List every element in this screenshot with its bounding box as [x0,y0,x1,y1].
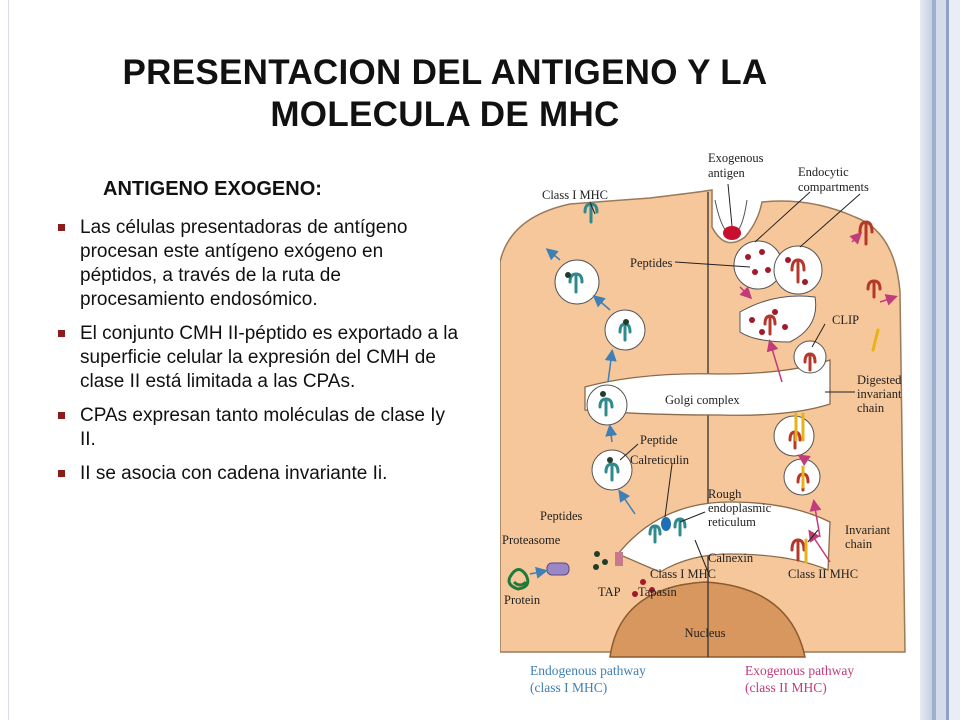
antigen-presentation-diagram: Nucleus Golgi complex [500,151,906,695]
label-digested-invariant-chain: invariant [857,387,902,401]
bullet-item: Las células presentadoras de antígeno pr… [55,216,465,312]
bullet-text: Las células presentadoras de antígeno pr… [80,217,408,310]
right-border-stripe [949,0,960,720]
label-digested-invariant-chain: Digested [857,373,902,387]
bullet-list: Las células presentadoras de antígeno pr… [55,216,465,496]
label-digested-invariant-chain: chain [857,401,885,415]
bullet-square-icon [58,224,65,231]
label-class1-mhc-er: Class I MHC [650,567,716,581]
label-endocytic-compartments: Endocytic [798,165,849,179]
bullet-text: El conjunto CMH II-péptido es exportado … [80,323,459,392]
label-invariant-chain: Invariant [845,523,891,537]
exogenous-antigen-icon [723,226,741,240]
label-protein: Protein [504,593,541,607]
label-exogenous-antigen: antigen [708,166,746,180]
proteasome-icon [546,562,570,576]
right-border-stripe [946,0,949,720]
label-leader-lines [589,183,861,573]
peptide-dots [632,249,808,597]
label-rough-er: endoplasmic [708,501,772,515]
legend-endogenous: Endogenous pathway [530,663,646,678]
exogenous-arrows [739,231,898,563]
bullet-text: CPAs expresan tanto moléculas de clase I… [80,405,446,450]
label-calnexin: Calnexin [708,551,754,565]
label-rough-er: reticulum [708,515,756,529]
label-class2-mhc: Class II MHC [788,567,858,581]
right-border-stripe [920,0,932,720]
label-tapasin: Tapasin [638,585,677,599]
bullet-text: II se asocia con cadena invariante Ii. [80,463,388,484]
slide-subtitle: ANTIGENO EXOGENO: [103,178,322,200]
label-tap: TAP [598,585,621,599]
bullet-item: El conjunto CMH II-péptido es exportado … [55,322,465,394]
label-peptides: Peptides [630,256,672,270]
golgi-label: Golgi complex [665,393,740,407]
label-clip: CLIP [832,313,859,327]
label-class1-mhc: Class I MHC [542,188,608,202]
calreticulin-icon [661,517,671,531]
class1-peptide-dots [565,272,629,570]
protein-icon [507,568,530,591]
bullet-item: II se asocia con cadena invariante Ii. [55,462,465,486]
label-exogenous-antigen: Exogenous [708,151,764,165]
label-proteasome: Proteasome [502,533,561,547]
rough-er [616,501,831,573]
right-border-stripe [932,0,936,720]
legend-exogenous: Exogenous pathway [745,663,854,678]
tap-icon [615,552,623,566]
legend-exogenous: (class II MHC) [745,680,827,695]
golgi-complex [584,359,831,416]
label-rough-er: Rough [708,487,742,501]
label-endocytic-compartments: compartments [798,180,869,194]
label-calreticulin: Calreticulin [630,453,690,467]
nucleus-label: Nucleus [685,626,726,640]
bullet-item: CPAs expresan tanto moléculas de clase I… [55,404,465,452]
legend-endogenous: (class I MHC) [530,680,607,695]
bullet-square-icon [58,330,65,337]
bullet-square-icon [58,470,65,477]
endogenous-arrows [529,248,636,579]
right-border-stripe [936,0,946,720]
slide-title: PRESENTACION DEL ANTIGENO Y LA MOLECULA … [122,53,768,134]
label-peptides-er: Peptides [540,509,582,523]
label-invariant-chain: chain [845,537,873,551]
label-peptide: Peptide [640,433,678,447]
bullet-square-icon [58,412,65,419]
invariant-chain-icons [794,328,880,564]
